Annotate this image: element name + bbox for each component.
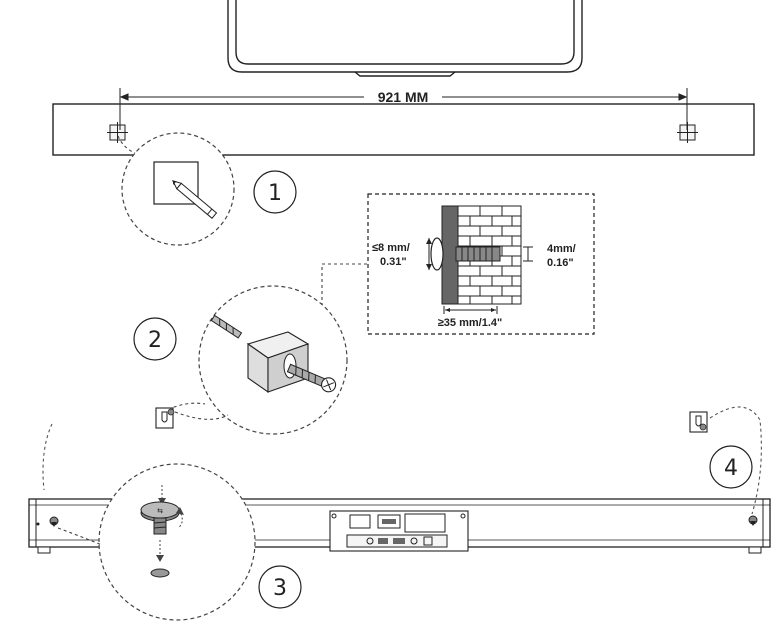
step2-callout [156, 264, 367, 434]
svg-text:3: 3 [273, 576, 287, 601]
step-number-3: 3 [259, 566, 301, 608]
mount-hole [151, 569, 169, 577]
wall-hook-left [156, 408, 174, 428]
step-number-4: 4 [710, 446, 752, 488]
template-mark-left [107, 122, 128, 143]
step-number-2: 2 [134, 318, 176, 360]
tv-outline [228, 0, 582, 76]
svg-text:1: 1 [268, 181, 282, 206]
svg-text:2: 2 [148, 328, 162, 353]
svg-text:4: 4 [724, 456, 738, 481]
connector-panel [330, 511, 468, 551]
spacing-label: 921 MM [378, 89, 429, 105]
svg-text:⇆: ⇆ [157, 507, 163, 515]
wall-hook-right [690, 412, 707, 432]
step-number-1: 1 [254, 171, 296, 213]
depth-dimension-label: ≥35 mm/1.4" [438, 317, 502, 329]
